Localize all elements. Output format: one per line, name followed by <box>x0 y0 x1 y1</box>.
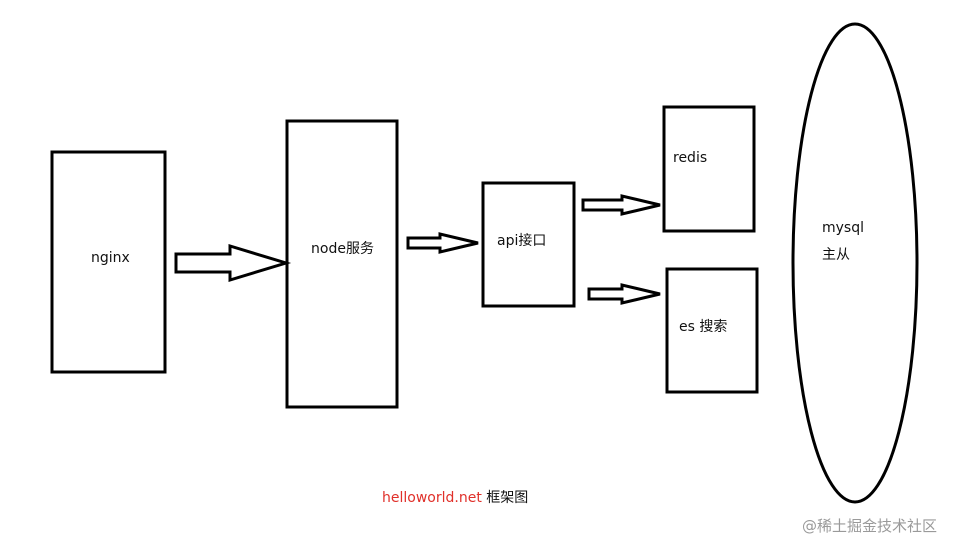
arrow-api-to-redis <box>581 194 661 216</box>
caption-brand: helloworld.net <box>382 490 482 506</box>
es-box <box>665 267 759 394</box>
mysql-sublabel: 主从 <box>822 247 850 263</box>
node-service-label: node服务 <box>311 241 374 257</box>
nginx-node: nginx <box>50 150 167 374</box>
diagram-caption: helloworld.net 框架图 <box>382 489 528 507</box>
node-service-node: node服务 <box>285 119 399 409</box>
redis-box <box>662 105 756 233</box>
redis-label: redis <box>673 150 707 166</box>
arrow-api-to-es <box>587 283 661 305</box>
es-label: es 搜索 <box>679 318 727 335</box>
mysql-node: mysql 主从 <box>791 22 919 504</box>
arrow-nginx-to-node <box>174 243 292 283</box>
caption-title: 框架图 <box>481 490 529 506</box>
es-node: es 搜索 <box>665 267 759 394</box>
nginx-box <box>50 150 167 374</box>
node-service-box <box>285 119 399 409</box>
api-label: api接口 <box>497 232 546 249</box>
nginx-label: nginx <box>91 250 130 266</box>
api-box <box>481 181 576 308</box>
mysql-ellipse <box>791 22 919 504</box>
api-node: api接口 <box>481 181 576 308</box>
mysql-label: mysql <box>822 220 864 236</box>
redis-node: redis <box>662 105 756 233</box>
arrow-node-to-api <box>406 232 479 254</box>
watermark: @稀土掘金技术社区 <box>801 517 937 535</box>
